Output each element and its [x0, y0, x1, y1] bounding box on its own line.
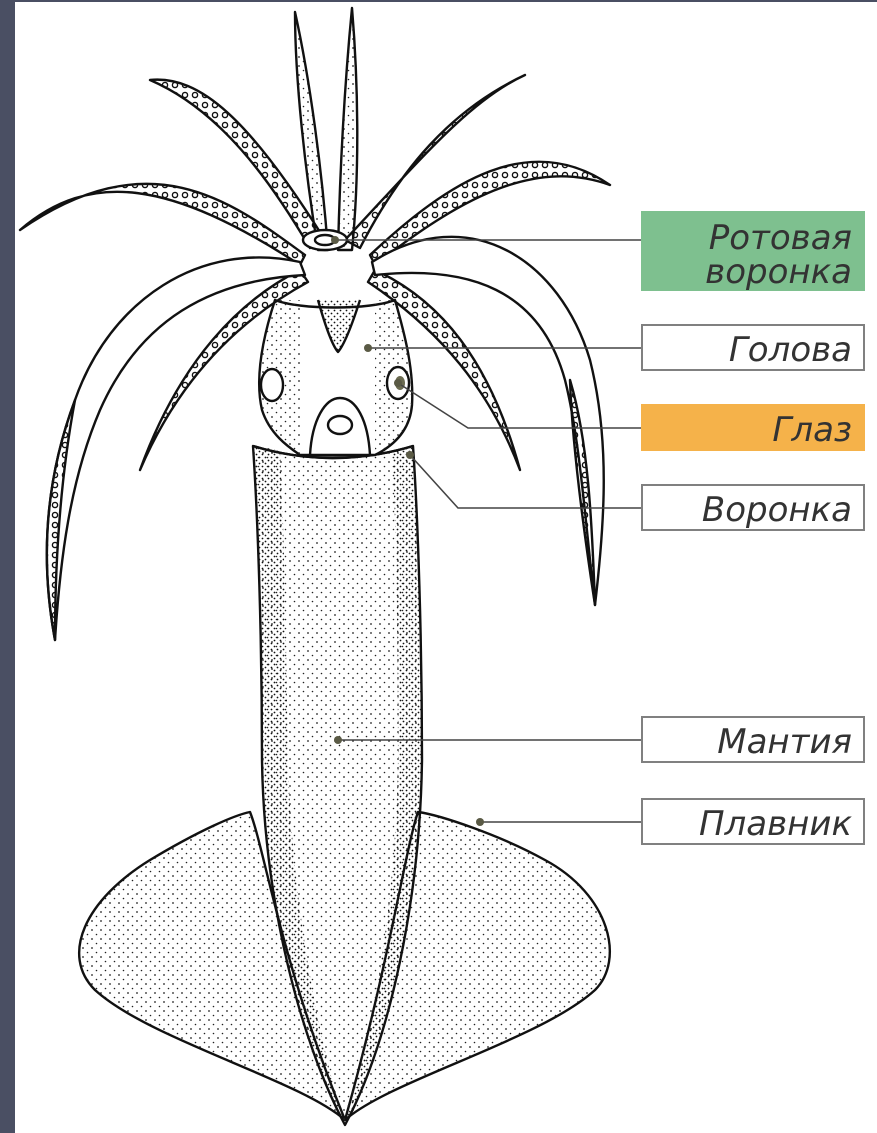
label-fin: Плавник: [642, 799, 864, 844]
label-funnel: Воронка: [642, 485, 864, 530]
label-text: Воронка: [702, 490, 852, 530]
label-eye: Глаз: [642, 405, 864, 450]
label-text: Мантия: [717, 722, 852, 762]
label-text: Плавник: [699, 804, 852, 844]
label-head: Голова: [642, 325, 864, 370]
label-text: Глаз: [772, 410, 852, 450]
label-text: Голова: [729, 330, 852, 370]
left-eye: [261, 369, 283, 401]
label-text-line2: воронка: [705, 252, 852, 292]
label-mouth-funnel: Ротовая воронка: [642, 212, 864, 292]
label-mantle: Мантия: [642, 717, 864, 762]
